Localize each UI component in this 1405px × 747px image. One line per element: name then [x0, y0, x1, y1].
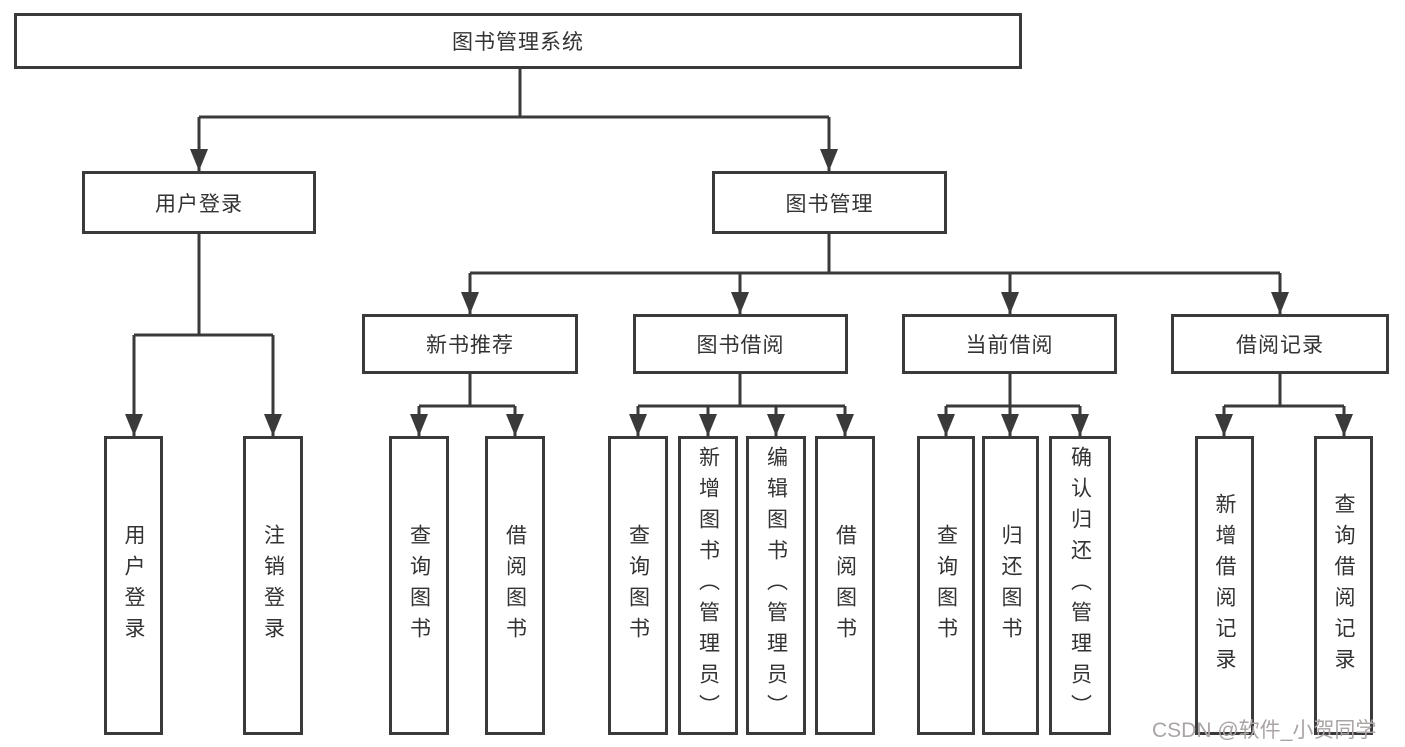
leaf-bb-edit-books-admin: 编辑图书（管理员）	[746, 436, 806, 735]
csdn-watermark: CSDN @软件_小贺同学	[1152, 719, 1377, 742]
node-book-borrowing: 图书借阅	[633, 314, 848, 374]
connector-root-trunk	[199, 69, 829, 119]
node-current-borrowing: 当前借阅	[902, 314, 1117, 374]
leaf-rec-borrow-books-label: 借阅图书	[503, 523, 527, 648]
node-book-management: 图书管理	[712, 171, 947, 234]
connector-book-management-trunk	[470, 234, 1280, 275]
leaf-rec-borrow-books: 借阅图书	[485, 436, 545, 735]
connector-borrowing-records-trunk	[1224, 374, 1344, 408]
leaf-bb-query-books-label: 查询图书	[626, 523, 650, 648]
leaf-cb-return-books-label: 归还图书	[999, 523, 1022, 648]
node-user-login: 用户登录	[82, 171, 316, 234]
leaf-bb-add-books-admin-label: 新增图书（管理员）	[696, 446, 720, 725]
leaf-br-query-record-label: 查询借阅记录	[1332, 492, 1355, 679]
connector-book-borrowing-trunk	[638, 374, 845, 408]
leaf-bb-borrow-books: 借阅图书	[815, 436, 875, 735]
leaf-cb-confirm-return-admin-label: 确认归还（管理员）	[1068, 446, 1092, 725]
leaf-logout-label: 注销登录	[261, 523, 285, 648]
leaf-br-add-record-label: 新增借阅记录	[1213, 492, 1236, 679]
leaf-cb-return-books: 归还图书	[982, 436, 1039, 735]
node-new-book-recommendation: 新书推荐	[362, 314, 578, 374]
leaf-rec-query-books: 查询图书	[389, 436, 449, 735]
leaf-bb-add-books-admin: 新增图书（管理员）	[678, 436, 738, 735]
leaf-bb-query-books: 查询图书	[608, 436, 668, 735]
connector-new-book-rec-trunk	[419, 374, 515, 408]
leaf-cb-confirm-return-admin: 确认归还（管理员）	[1049, 436, 1111, 735]
leaf-logout: 注销登录	[243, 436, 303, 735]
leaf-user-login: 用户登录	[104, 436, 163, 735]
leaf-user-login-label: 用户登录	[122, 523, 145, 648]
leaf-bb-edit-books-admin-label: 编辑图书（管理员）	[764, 446, 788, 725]
leaf-cb-query-books: 查询图书	[917, 436, 975, 735]
connector-current-borrowing-trunk	[946, 374, 1080, 408]
leaf-bb-borrow-books-label: 借阅图书	[833, 523, 857, 648]
leaf-br-query-record: 查询借阅记录	[1314, 436, 1373, 735]
leaf-rec-query-books-label: 查询图书	[407, 523, 431, 648]
leaf-cb-query-books-label: 查询图书	[934, 523, 958, 648]
leaf-br-add-record: 新增借阅记录	[1195, 436, 1254, 735]
connector-user-login-trunk	[134, 234, 273, 337]
node-borrowing-records: 借阅记录	[1171, 314, 1389, 374]
node-root-library-management-system: 图书管理系统	[14, 13, 1022, 69]
